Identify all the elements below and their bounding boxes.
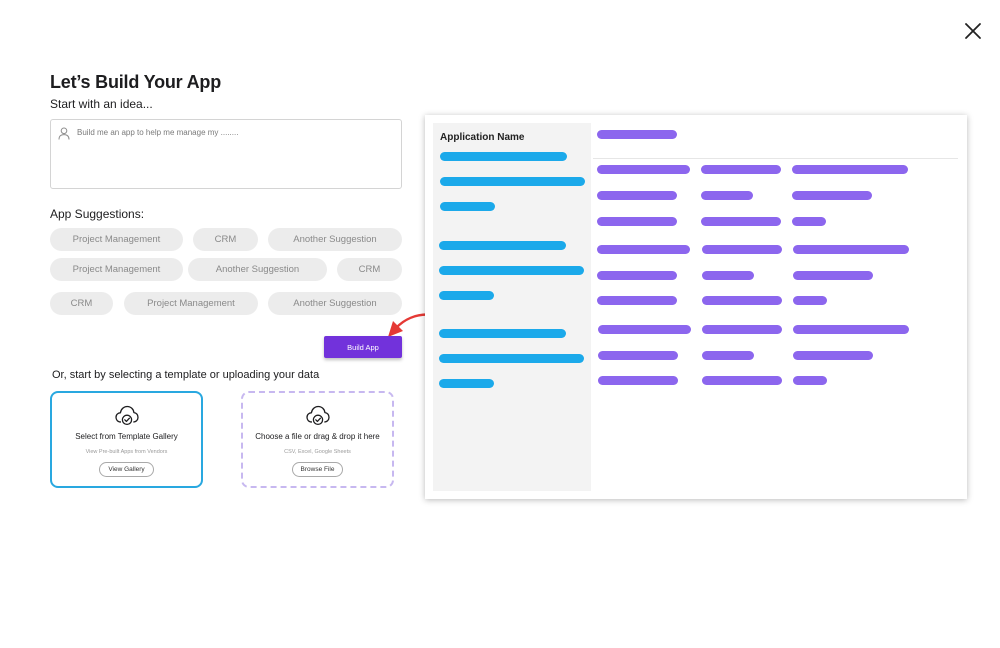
browse-file-button[interactable]: Browse File	[291, 462, 344, 477]
suggestion-chip[interactable]: Another Suggestion	[188, 258, 327, 281]
cloud-check-icon	[305, 405, 330, 426]
placeholder-bar	[598, 376, 678, 385]
gallery-subtitle: View Pre-built Apps from Vendors	[85, 449, 168, 455]
placeholder-bar	[597, 296, 677, 305]
app-preview: Application Name	[425, 115, 967, 499]
placeholder-bar	[702, 325, 782, 334]
templates-label: Or, start by selecting a template or upl…	[52, 369, 320, 381]
view-gallery-button[interactable]: View Gallery	[99, 462, 154, 477]
prompt-input[interactable]	[77, 128, 395, 182]
template-gallery-card[interactable]: Select from Template Gallery View Pre-bu…	[50, 391, 203, 488]
placeholder-bar	[702, 376, 782, 385]
placeholder-bar	[793, 245, 909, 254]
suggestion-chip[interactable]: Project Management	[124, 292, 258, 315]
placeholder-bar	[793, 376, 827, 385]
preview-divider	[593, 158, 958, 159]
placeholder-bar	[598, 325, 691, 334]
placeholder-bar	[793, 325, 909, 334]
placeholder-bar	[439, 291, 494, 300]
upload-file-card[interactable]: Choose a file or drag & drop it here CSV…	[241, 391, 394, 488]
placeholder-bar	[702, 351, 754, 360]
placeholder-bar	[597, 130, 677, 139]
preview-app-name: Application Name	[440, 132, 525, 143]
placeholder-bar	[792, 165, 908, 174]
page-title: Let’s Build Your App	[50, 72, 221, 92]
prompt-box	[50, 119, 402, 189]
close-button[interactable]	[962, 20, 984, 42]
placeholder-bar	[702, 296, 782, 305]
placeholder-bar	[598, 351, 678, 360]
placeholder-bar	[701, 217, 781, 226]
suggestion-chip[interactable]: CRM	[50, 292, 113, 315]
placeholder-bar	[701, 191, 753, 200]
placeholder-bar	[440, 152, 567, 161]
suggestion-chip[interactable]: Project Management	[50, 258, 183, 281]
placeholder-bar	[793, 271, 873, 280]
placeholder-bar	[440, 177, 585, 186]
page-subtitle: Start with an idea...	[50, 97, 153, 111]
suggestion-chip[interactable]: CRM	[193, 228, 258, 251]
suggestion-chip[interactable]: CRM	[337, 258, 402, 281]
placeholder-bar	[702, 271, 754, 280]
build-app-button[interactable]: Build App	[324, 336, 402, 358]
placeholder-bar	[439, 329, 566, 338]
placeholder-bar	[597, 271, 677, 280]
placeholder-bar	[439, 241, 566, 250]
placeholder-bar	[793, 351, 873, 360]
placeholder-bar	[793, 296, 827, 305]
close-icon	[965, 23, 981, 39]
placeholder-bar	[597, 245, 690, 254]
suggestion-chip[interactable]: Another Suggestion	[268, 292, 402, 315]
suggestion-chip[interactable]: Project Management	[50, 228, 183, 251]
placeholder-bar	[597, 217, 677, 226]
placeholder-bar	[597, 191, 677, 200]
placeholder-bar	[701, 165, 781, 174]
placeholder-bar	[439, 266, 584, 275]
suggestions-label: App Suggestions:	[50, 207, 145, 221]
placeholder-bar	[440, 202, 495, 211]
placeholder-bar	[597, 165, 690, 174]
gallery-title: Select from Template Gallery	[75, 432, 178, 441]
upload-title: Choose a file or drag & drop it here	[255, 432, 380, 441]
placeholder-bar	[439, 379, 494, 388]
placeholder-bar	[792, 191, 872, 200]
suggestion-chip[interactable]: Another Suggestion	[268, 228, 402, 251]
placeholder-bar	[439, 354, 584, 363]
placeholder-bar	[702, 245, 782, 254]
placeholder-bar	[792, 217, 826, 226]
upload-subtitle: CSV, Excel, Google Sheets	[284, 449, 351, 455]
user-icon	[58, 127, 70, 140]
cloud-check-icon	[114, 405, 139, 426]
